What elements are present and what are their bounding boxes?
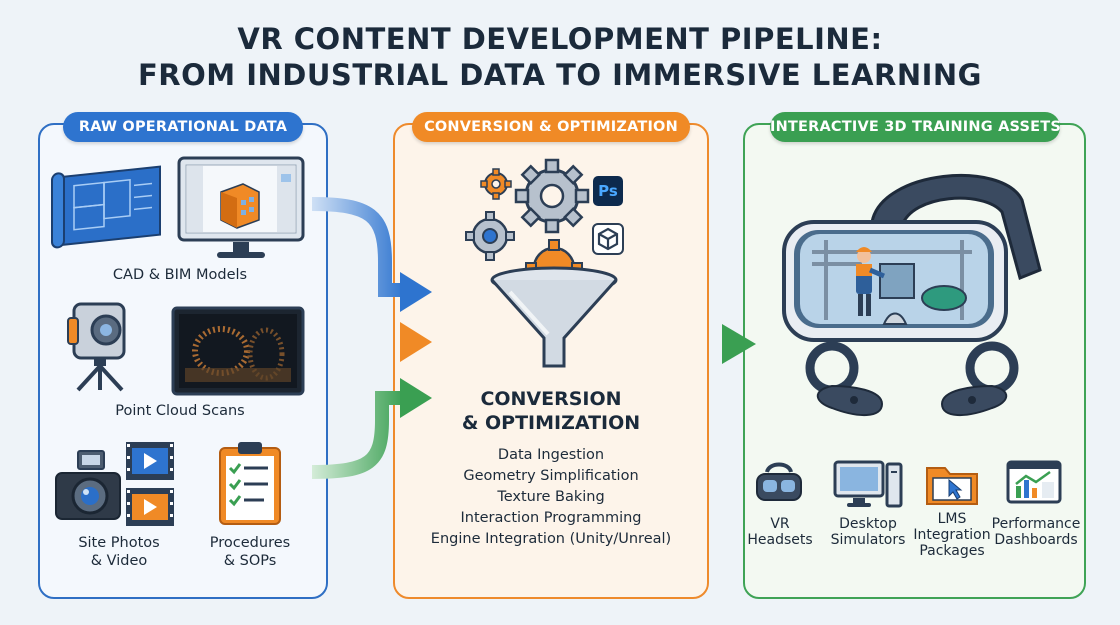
step-interaction-programming: Interaction Programming <box>460 510 642 526</box>
video-film-icon <box>126 442 174 526</box>
folder-cursor-icon <box>926 467 978 505</box>
checklist-clipboard-icon <box>219 442 281 525</box>
point-cloud-screen-icon <box>171 306 305 396</box>
output-performance-dashboards: Performance Dashboards <box>988 516 1084 548</box>
pipeline-steps: Data Ingestion Geometry Simplification T… <box>393 445 709 550</box>
output-desktop-simulators: Desktop Simulators <box>826 516 910 548</box>
unity-icon <box>592 223 624 255</box>
output-lms-packages: LMS Integration Packages <box>912 511 992 559</box>
procedures-label-line1: Procedures <box>209 535 291 551</box>
output-lms-packages-line3: Packages <box>919 543 985 559</box>
right-controller <box>940 341 1019 417</box>
raw-data-label: RAW OPERATIONAL DATA <box>63 112 303 142</box>
blueprint-icon <box>51 165 161 249</box>
title-line-2: FROM INDUSTRIAL DATA TO IMMERSIVE LEARNI… <box>138 58 982 92</box>
output-lms-packages-line2: Integration <box>913 527 991 543</box>
dashboard-chart-icon <box>1006 460 1062 504</box>
lidar-scanner-icon <box>67 302 126 392</box>
photoshop-badge: Ps <box>593 176 623 206</box>
procedures-label-line2: & SOPs <box>223 553 277 569</box>
camera-icon <box>55 450 121 520</box>
site-photos-label-line1: Site Photos <box>78 535 160 551</box>
procedures-label: Procedures & SOPs <box>195 534 305 570</box>
cad-bim-label: CAD & BIM Models <box>112 267 248 283</box>
left-controller <box>805 341 884 417</box>
step-data-ingestion: Data Ingestion <box>497 447 605 463</box>
output-desktop-simulators-line1: Desktop <box>839 516 897 532</box>
conversion-heading-line2: & OPTIMIZATION <box>461 412 641 434</box>
output-vr-headsets: VR Headsets <box>742 516 818 548</box>
step-engine-integration: Engine Integration (Unity/Unreal) <box>430 531 672 547</box>
vr-headset-icon <box>756 462 802 501</box>
conversion-heading-line1: CONVERSION <box>480 388 622 410</box>
output-lms-packages-line1: LMS <box>937 511 967 527</box>
step-texture-baking: Texture Baking <box>497 489 605 505</box>
desktop-computer-icon <box>833 460 903 508</box>
title-line-1: VR CONTENT DEVELOPMENT PIPELINE: <box>237 22 883 56</box>
output-performance-dashboards-line2: Dashboards <box>994 532 1078 548</box>
vr-headset-scene-icon <box>782 173 1042 417</box>
site-photos-label-line2: & Video <box>90 553 148 569</box>
output-vr-headsets-line2: Headsets <box>747 532 813 548</box>
output-performance-dashboards-line1: Performance <box>991 516 1081 532</box>
gears-funnel-icon <box>465 158 618 368</box>
cad-monitor-icon <box>177 156 305 258</box>
output-desktop-simulators-line2: Simulators <box>830 532 906 548</box>
step-geometry-simplification: Geometry Simplification <box>463 468 639 484</box>
output-vr-headsets-line1: VR <box>770 516 790 532</box>
point-cloud-label: Point Cloud Scans <box>115 403 245 419</box>
site-photos-label: Site Photos & Video <box>64 534 174 570</box>
conversion-label: CONVERSION & OPTIMIZATION <box>412 112 690 142</box>
training-assets-label: INTERACTIVE 3D TRAINING ASSETS <box>770 112 1061 142</box>
